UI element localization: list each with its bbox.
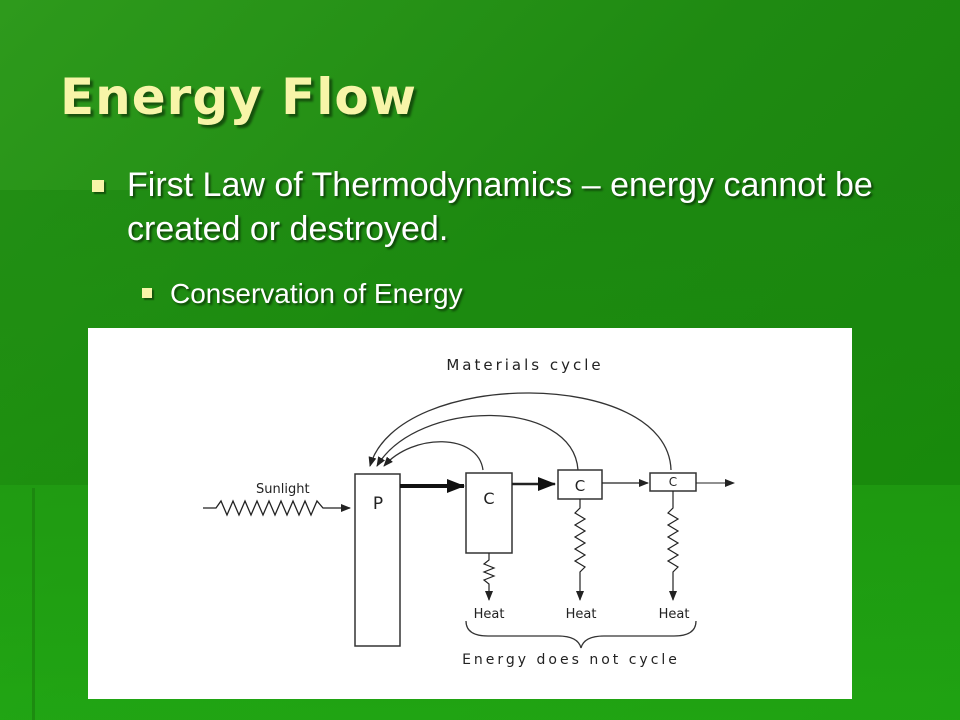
heat-label-3: Heat: [659, 607, 690, 622]
consumer3-label: C: [669, 475, 677, 489]
materials-arc-middle: [376, 414, 579, 471]
slide-title: Energy Flow: [60, 68, 417, 126]
square-bullet-icon: [92, 180, 104, 192]
square-bullet-icon: [142, 288, 152, 298]
energy-does-not-cycle-label: Energy does not cycle: [462, 652, 680, 668]
energy-flow-diagram: Materials cycle Sunlight P C C C: [88, 328, 852, 699]
heat-brace: [465, 620, 697, 649]
materials-arc-outer: [368, 392, 672, 471]
consumer2-label: C: [575, 477, 585, 495]
heat-label-2: Heat: [566, 607, 597, 622]
heat-arrow-consumer2: [573, 499, 587, 601]
producer-box: [354, 473, 401, 647]
producer-label: P: [373, 494, 383, 514]
sunlight-arrow: [203, 499, 351, 517]
heat-arrow-consumer1: [482, 553, 496, 601]
heat-arrow-consumer3: [666, 491, 680, 601]
bullet-first-law: First Law of Thermodynamics – energy can…: [92, 163, 892, 251]
sunlight-label: Sunlight: [256, 482, 310, 497]
sub-bullet-text: Conservation of Energy: [170, 278, 463, 309]
background-divider: [32, 488, 35, 720]
sub-bullet-conservation: Conservation of Energy: [142, 276, 842, 312]
materials-arc-inner: [383, 441, 484, 471]
bullet-text: First Law of Thermodynamics – energy can…: [127, 166, 873, 248]
consumer1-box: [465, 472, 513, 554]
materials-cycle-label: Materials cycle: [446, 356, 603, 374]
heat-label-1: Heat: [474, 607, 505, 622]
consumer1-label: C: [483, 489, 494, 508]
diagram-canvas: Materials cycle Sunlight P C C C: [203, 356, 735, 668]
